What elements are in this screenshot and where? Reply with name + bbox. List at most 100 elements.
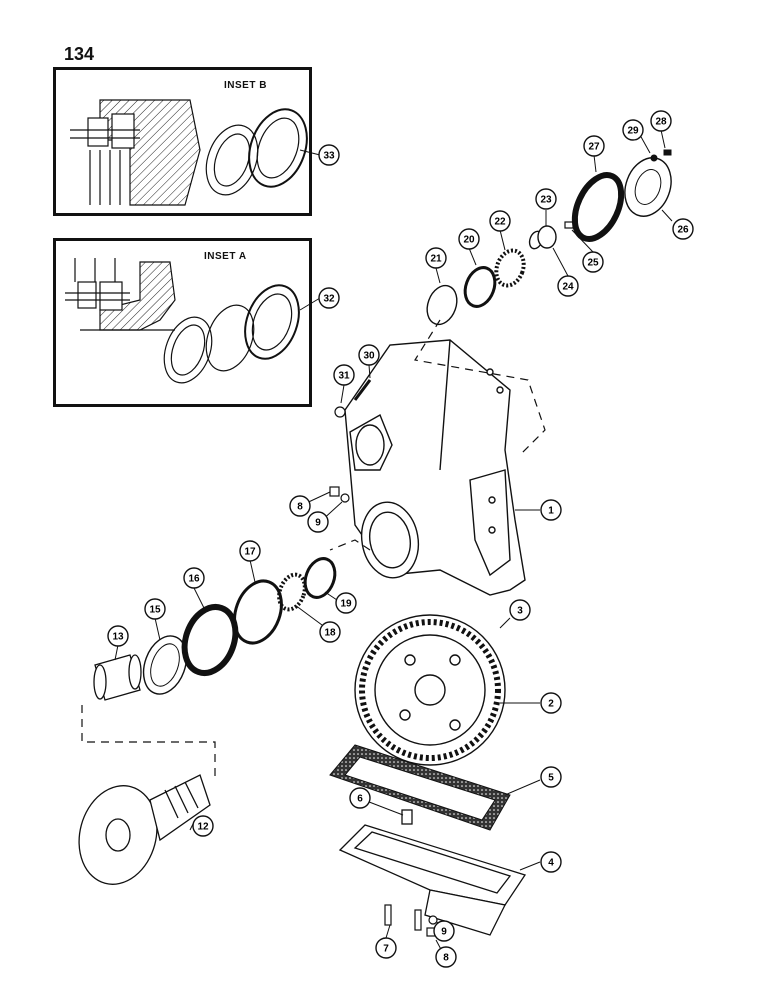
housing-part <box>344 339 526 596</box>
callout-label: 7 <box>383 944 389 955</box>
callout-c1: 1 <box>540 499 562 521</box>
callout-label: 25 <box>587 258 599 269</box>
callout-c24: 24 <box>557 275 579 297</box>
page-number: 134 <box>64 44 95 64</box>
callout-c28: 28 <box>650 110 672 132</box>
callout-inset_a: 32 <box>318 287 340 309</box>
callout-circle <box>318 144 340 166</box>
callout-circle <box>375 937 397 959</box>
callout-c12: 12 <box>192 815 214 837</box>
callout-label: 8 <box>443 953 449 964</box>
inset-b-drawing <box>70 99 308 206</box>
callout-label: 9 <box>315 518 321 529</box>
callout-circle <box>433 920 455 942</box>
callout-circle <box>358 344 380 366</box>
callout-circle <box>239 540 261 562</box>
callout-circle <box>289 495 311 517</box>
callout-label: 6 <box>357 794 363 805</box>
leader-lines <box>114 129 673 956</box>
callout-label: 13 <box>112 632 124 643</box>
callout-circle <box>540 851 562 873</box>
callout-label: 30 <box>363 351 375 362</box>
callout-circle <box>535 188 557 210</box>
inset-a-title: INSET A <box>204 251 247 262</box>
callout-c17: 17 <box>239 540 261 562</box>
callout-label: 24 <box>562 282 574 293</box>
callout-label: 23 <box>540 195 552 206</box>
callout-circle <box>319 621 341 643</box>
hardware-parts <box>329 379 438 937</box>
callout-c18: 18 <box>319 621 341 643</box>
callout-c30: 30 <box>358 344 380 366</box>
callout-circle <box>435 946 457 968</box>
callout-c29: 29 <box>622 119 644 141</box>
callout-label: 31 <box>338 371 350 382</box>
callout-label: 18 <box>324 628 336 639</box>
callout-circle <box>489 210 511 232</box>
callout-label: 17 <box>244 547 256 558</box>
callout-c19: 19 <box>335 592 357 614</box>
gear-part <box>354 614 506 766</box>
callout-c23: 23 <box>535 188 557 210</box>
callout-c13: 13 <box>107 625 129 647</box>
callout-label: 16 <box>188 574 200 585</box>
callout-label: 21 <box>430 254 442 265</box>
callout-c7: 7 <box>375 937 397 959</box>
callout-circle <box>192 815 214 837</box>
callout-circle <box>672 218 694 240</box>
callout-c3: 3 <box>509 599 531 621</box>
callout-label: 8 <box>297 502 303 513</box>
gasket-part <box>329 744 511 831</box>
callout-label: 2 <box>548 699 554 710</box>
callout-label: 15 <box>149 605 161 616</box>
callout-circle <box>318 287 340 309</box>
callout-label: 4 <box>548 858 554 869</box>
callout-c20: 20 <box>458 228 480 250</box>
callout-label: 5 <box>548 773 554 784</box>
callout-label: 27 <box>588 142 600 153</box>
callout-c15: 15 <box>144 598 166 620</box>
callout-circle <box>540 499 562 521</box>
callout-circle <box>335 592 357 614</box>
callout-c21: 21 <box>425 247 447 269</box>
callout-c5: 5 <box>540 766 562 788</box>
upper-bearing-parts <box>426 149 672 326</box>
inset-a-box: INSET A <box>53 238 312 407</box>
callout-c8a: 8 <box>289 495 311 517</box>
callout-label: 12 <box>197 822 209 833</box>
callout-circle <box>183 567 205 589</box>
callout-c25: 25 <box>582 251 604 273</box>
sleeve-part <box>93 654 142 701</box>
callout-circle <box>307 511 329 533</box>
callout-c2: 2 <box>540 692 562 714</box>
callout-label: 3 <box>517 606 523 617</box>
callout-label: 20 <box>463 235 475 246</box>
callout-c9a: 9 <box>307 511 329 533</box>
callout-circle <box>425 247 447 269</box>
ring-parts <box>142 557 337 695</box>
callout-label: 22 <box>494 217 506 228</box>
callout-circle <box>107 625 129 647</box>
callout-inset_b: 33 <box>318 144 340 166</box>
callout-c4: 4 <box>540 851 562 873</box>
callout-label: 32 <box>323 294 335 305</box>
callout-circle <box>349 787 371 809</box>
inset-a-drawing <box>65 258 300 384</box>
callout-circle <box>583 135 605 157</box>
callout-label: 28 <box>655 117 667 128</box>
callout-c8b: 8 <box>435 946 457 968</box>
callout-label: 9 <box>441 927 447 938</box>
callout-circle <box>622 119 644 141</box>
callout-circle <box>458 228 480 250</box>
pan-part <box>338 809 527 936</box>
callout-circle <box>557 275 579 297</box>
callout-label: 1 <box>548 506 554 517</box>
callout-label: 19 <box>340 599 352 610</box>
callout-c26: 26 <box>672 218 694 240</box>
dashed-connectors <box>81 319 546 780</box>
callout-circle <box>540 692 562 714</box>
callout-circle <box>650 110 672 132</box>
callout-circle <box>509 599 531 621</box>
callout-circle <box>540 766 562 788</box>
callout-c9b: 9 <box>433 920 455 942</box>
